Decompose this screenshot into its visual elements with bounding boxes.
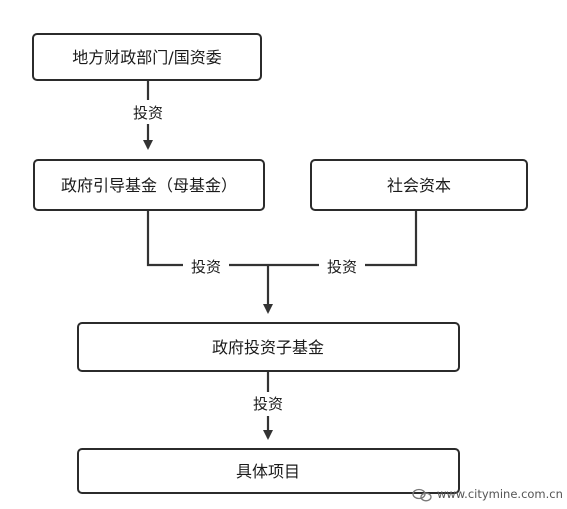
edge-label-invest: 投资 [253, 395, 283, 413]
edge-sub-to-projects: 投资 [244, 371, 292, 440]
edge-label-invest: 投资 [133, 104, 163, 122]
edge-label-invest: 投资 [191, 258, 221, 276]
node-label: 政府投资子基金 [212, 338, 324, 357]
node-local-finance: 地方财政部门/国资委 [32, 33, 262, 81]
node-label: 政府引导基金（母基金） [61, 176, 237, 195]
edge-guidance-to-sub: 投资 [146, 210, 268, 278]
node-projects: 具体项目 [77, 448, 460, 494]
node-label: 具体项目 [236, 462, 300, 481]
watermark-url: www.citymine.com.cn [437, 487, 563, 501]
edge-finance-to-guidance: 投资 [124, 80, 172, 150]
node-guidance-fund: 政府引导基金（母基金） [33, 159, 265, 211]
node-label: 社会资本 [387, 176, 451, 195]
edge-label-invest: 投资 [327, 258, 357, 276]
wechat-logo-icon [412, 488, 432, 502]
edge-social-to-sub: 投资 [268, 210, 418, 278]
node-sub-fund: 政府投资子基金 [77, 322, 460, 372]
node-social-capital: 社会资本 [310, 159, 528, 211]
watermark: www.citymine.com.cn [412, 487, 563, 502]
node-label: 地方财政部门/国资委 [72, 48, 221, 67]
